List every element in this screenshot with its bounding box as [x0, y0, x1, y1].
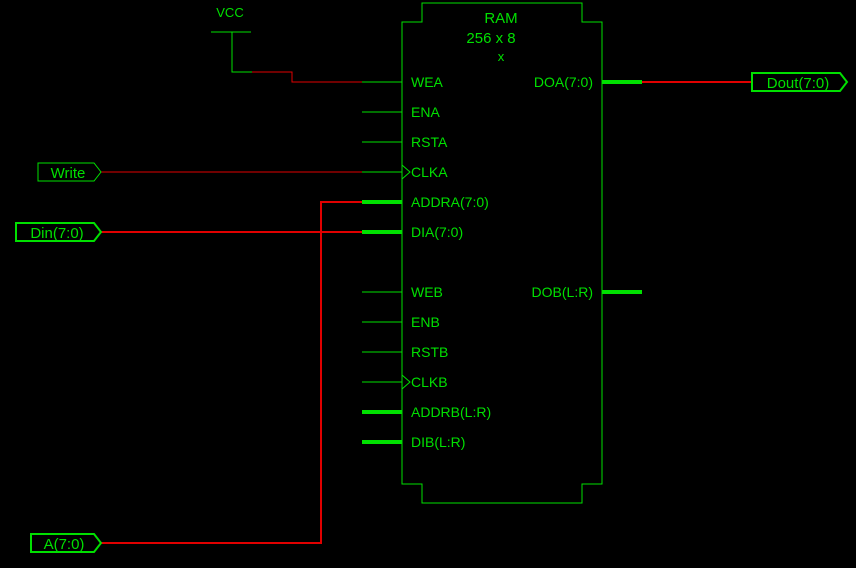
port-label-dob: DOB(L:R) [532, 284, 593, 300]
port-label-clkb: CLKB [411, 374, 448, 390]
port-label-doa: DOA(7:0) [534, 74, 593, 90]
addr-input-label: A(7:0) [44, 536, 85, 553]
clka-clock-triangle [401, 164, 411, 180]
port-label-rsta: RSTA [411, 134, 448, 150]
port-label-dib: DIB(L:R) [411, 434, 465, 450]
dout-output-label: Dout(7:0) [767, 75, 830, 92]
port-label-ena: ENA [411, 104, 440, 120]
vcc-stem [231, 32, 252, 73]
din-input-label: Din(7:0) [30, 225, 83, 242]
ram-size: 256 x 8 [466, 30, 515, 47]
wire-vcc-to-wea[interactable] [252, 71, 362, 83]
write-input-marker[interactable] [37, 162, 102, 182]
ram-sub: x [498, 49, 505, 64]
port-label-wea: WEA [411, 74, 444, 90]
addr-input-marker[interactable] [30, 533, 103, 553]
port-label-clka: CLKA [411, 164, 448, 180]
port-label-enb: ENB [411, 314, 440, 330]
port-label-addrb: ADDRB(L:R) [411, 404, 491, 420]
port-label-rstb: RSTB [411, 344, 448, 360]
vcc-label: VCC [216, 5, 243, 20]
ram-block-outline [401, 2, 603, 504]
dout-output-marker[interactable] [751, 72, 849, 92]
port-label-dia: DIA(7:0) [411, 224, 463, 240]
ram-title: RAM [484, 10, 517, 27]
port-label-addra: ADDRA(7:0) [411, 194, 489, 210]
wire-addr-to-addra[interactable] [101, 201, 362, 544]
port-label-web: WEB [411, 284, 443, 300]
clkb-clock-triangle [401, 374, 411, 390]
din-input-marker[interactable] [15, 222, 103, 242]
write-input-label: Write [51, 165, 86, 182]
